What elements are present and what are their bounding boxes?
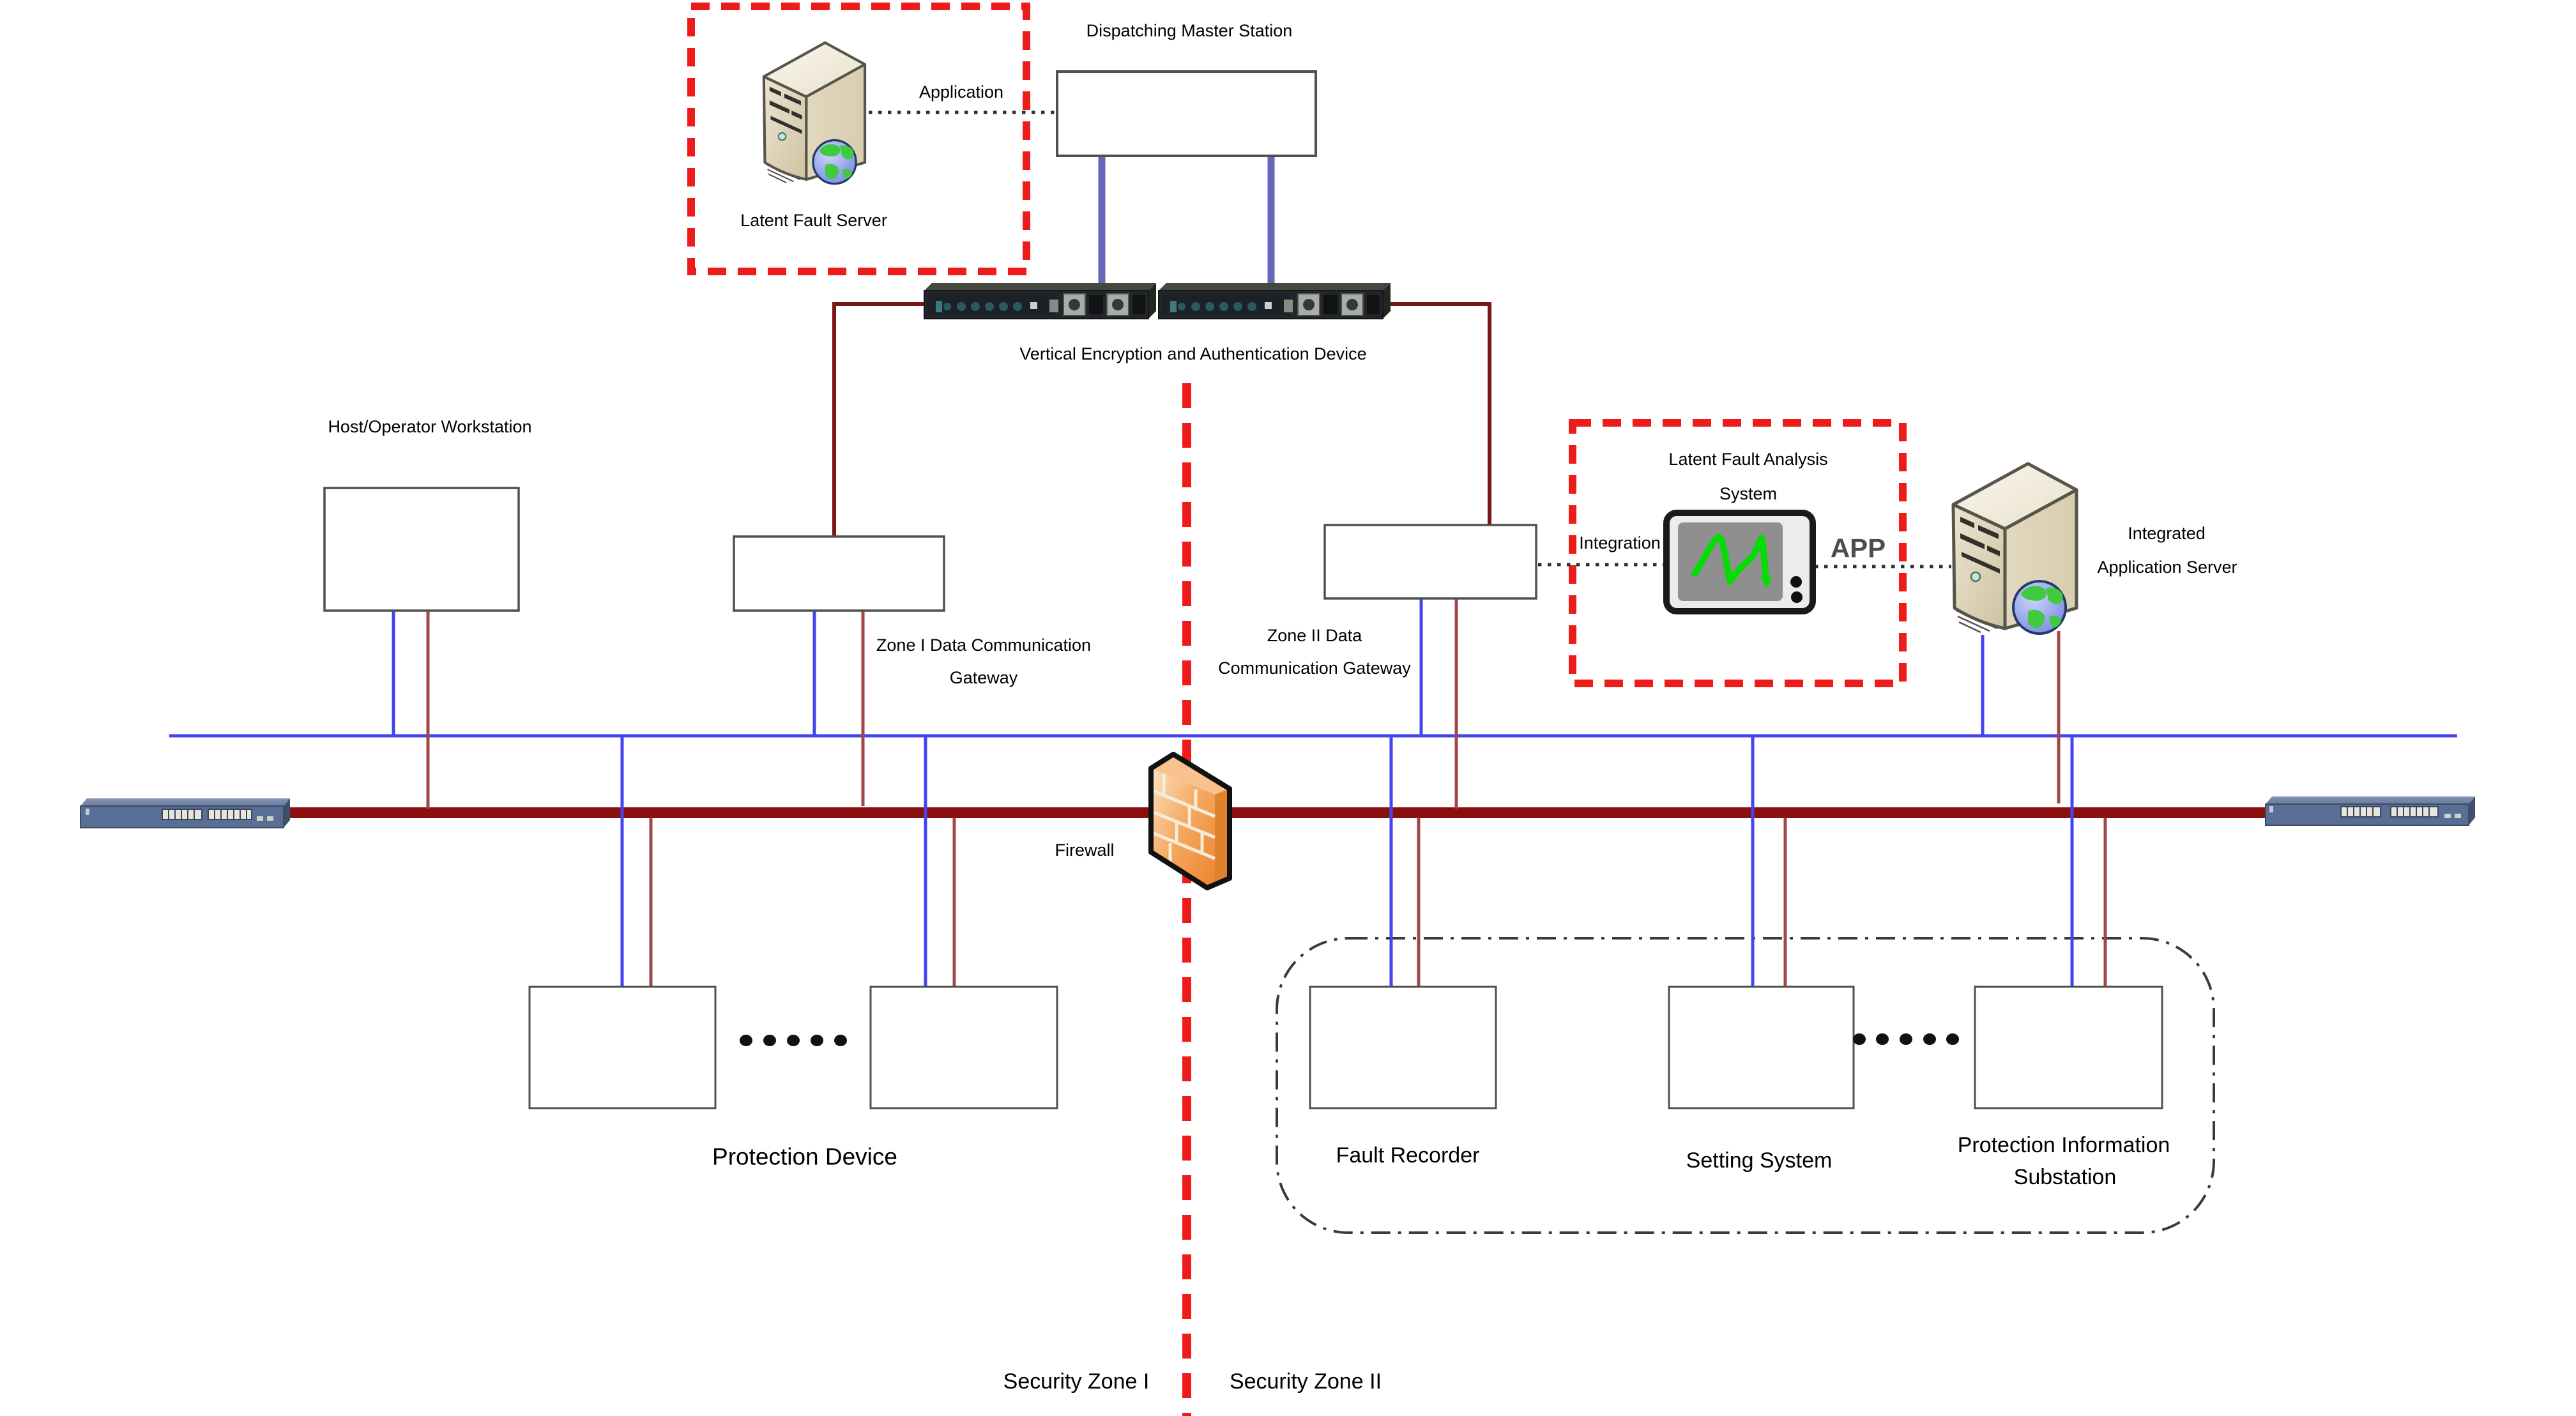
svg-text:Zone I Data Communication: Zone I Data Communication — [876, 636, 1091, 655]
svg-text:Zone II Data: Zone II Data — [1267, 626, 1363, 645]
svg-text:Application Server: Application Server — [2097, 558, 2237, 577]
svg-text:System: System — [1719, 484, 1777, 503]
svg-text:Communication Gateway: Communication Gateway — [1218, 659, 1411, 678]
svg-text:Firewall: Firewall — [1055, 841, 1114, 860]
svg-text:Protection Information: Protection Information — [1958, 1133, 2170, 1157]
svg-text:Integration: Integration — [1579, 533, 1661, 552]
svg-text:Security Zone II: Security Zone II — [1230, 1369, 1382, 1394]
svg-text:Fault Recorder: Fault Recorder — [1336, 1143, 1480, 1168]
svg-text:Substation: Substation — [2014, 1165, 2117, 1189]
svg-text:Latent Fault Analysis: Latent Fault Analysis — [1668, 450, 1827, 469]
svg-text:Security Zone I: Security Zone I — [1003, 1369, 1150, 1394]
svg-text:APP: APP — [1831, 533, 1886, 563]
svg-text:Integrated: Integrated — [2128, 524, 2206, 543]
svg-text:Dispatching Master Station: Dispatching Master Station — [1086, 21, 1293, 40]
svg-text:Application: Application — [919, 82, 1003, 102]
svg-text:Setting System: Setting System — [1686, 1148, 1833, 1173]
svg-text:Host/Operator Workstation: Host/Operator Workstation — [328, 417, 531, 436]
svg-text:Gateway: Gateway — [950, 668, 1018, 687]
svg-text:Protection Device: Protection Device — [712, 1144, 897, 1170]
svg-text:Latent Fault Server: Latent Fault Server — [740, 211, 887, 230]
svg-text:Vertical Encryption and Authen: Vertical Encryption and Authentication D… — [1019, 344, 1366, 363]
